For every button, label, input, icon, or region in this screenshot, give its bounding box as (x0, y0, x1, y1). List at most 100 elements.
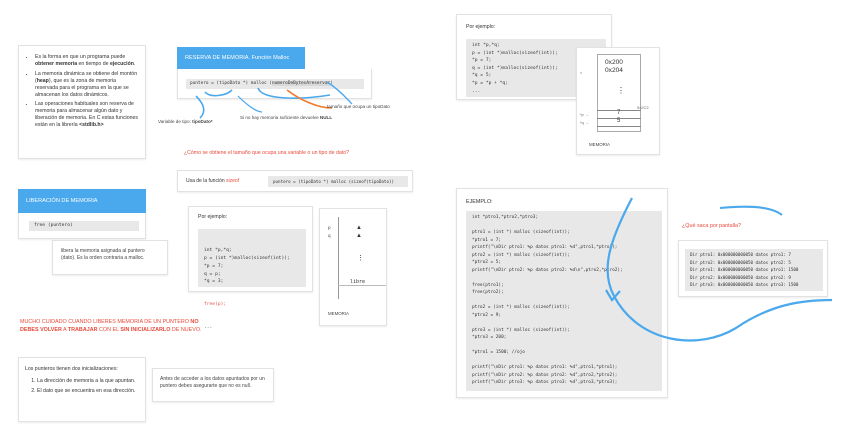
output-line: Dir ptro1: 0x000000000050 datos ptro1: 1… (690, 267, 799, 273)
code-line: p = (int *)malloc(sizeof(int)); (204, 256, 290, 262)
liberacion-note: libera la memoria asignada al puntero (d… (61, 248, 145, 261)
ejemplo3-card: EJEMPLO: int *ptro1,*ptro2,*ptro3; ptro1… (456, 188, 668, 398)
intro-bullet: Es la forma en que un programa puede obt… (35, 54, 139, 68)
ejemplo1-code: int *p,*q;p = (int *)malloc(sizeof(int))… (198, 229, 306, 330)
code-line: printf("\nDir ptro2: %p datos ptro2: %d"… (472, 372, 618, 378)
mem2-left-marks: × (580, 70, 583, 75)
code-line (472, 274, 656, 282)
inicializaciones-card: Los punteros tienen dos inicializaciones… (18, 357, 146, 422)
label-variable-tipo: Variable de tipo: tipoDato* (158, 119, 258, 125)
intro-bullet-text: <stdlib.h> (79, 122, 104, 128)
sizeof-use-text: Usa de la función (186, 178, 227, 184)
intro-bullet-text: La memoria dinámica se obtiene del montó… (35, 70, 138, 84)
sizeof-question: ¿Cómo se obtiene el tamaño que ocupa una… (184, 150, 404, 157)
liberacion-title: LIBERACIÓN DE MEMORIA (26, 198, 98, 204)
inicializaciones-title: Los punteros tienen dos inicializaciones… (25, 366, 118, 372)
pantalla-output: Dir ptro1: 0x000000000050 datos ptro1: 7… (685, 249, 823, 291)
warning-part-e: CON EL (97, 327, 121, 333)
output-line: Dir ptro3: 0x000000000050 datos ptro3: 1… (690, 282, 799, 288)
code-line: *ptro3 = 200; (472, 335, 507, 340)
mem2-addr1: 0x200 (605, 59, 623, 66)
acceso-text: Antes de acceder a los datos apuntados p… (160, 376, 265, 389)
mem1-divider (338, 285, 386, 286)
intro-bullet-text: obtener memoria (35, 61, 78, 67)
code-line: *p = 7; (472, 58, 492, 64)
liberacion-code: free (puntero) (29, 221, 139, 231)
code-line: *ptro1 = 7; (472, 237, 502, 243)
code-line (472, 342, 656, 350)
code-line: *ptro2 = 9; (472, 312, 502, 318)
mem2-addr2: 0x204 (605, 67, 623, 74)
label-null: Si no hay memoria suficiente devuelve NU… (240, 115, 380, 121)
warning-part-b: NO DEBES VOLVER (20, 319, 199, 333)
label-type-bold: tipoDato* (192, 119, 213, 124)
reserva-code-part-a: puntero = (tipoDato *) malloc ( (190, 81, 272, 86)
intro-bullet-text: Las operaciones habituales son reserva d… (35, 101, 138, 128)
mem2-box (597, 54, 641, 132)
code-line: printf("\nDir ptro1: %p datos ptro1: %d"… (472, 365, 618, 370)
code-line: ptro2 = (int *) malloc (sizeof(int)); (472, 305, 570, 310)
code-line: *q = 3; (204, 279, 224, 285)
intro-bullet: La memoria dinámica se obtiene del montó… (35, 71, 139, 99)
code-line: p = (int *)malloc(sizeof(int)); (472, 50, 558, 56)
mem2-dots: ⋮ (617, 86, 625, 95)
code-line: ptro2 = (int *) malloc (sizeof(int)); (472, 252, 570, 258)
inicializacion-item: La dirección de memoria a la que apuntan… (37, 378, 139, 385)
intro-bullet-list: Es la forma en que un programa puede obt… (25, 54, 139, 129)
code-line (472, 297, 656, 305)
label-tamano: tamaño que ocupa un tipoDato (327, 104, 447, 110)
code-line (472, 357, 656, 365)
intro-bullet-text: heap (36, 77, 49, 84)
inicializaciones-list: La dirección de memoria a la que apuntan… (25, 378, 139, 395)
mem2-caption: MEMORIA (589, 142, 610, 147)
liberacion-header: LIBERACIÓN DE MEMORIA (18, 189, 146, 213)
mem1-dots: ⋮ (357, 255, 364, 262)
code-line: free(ptro1); (472, 282, 504, 288)
reserva-title: RESERVA DE MEMORIA. Función Malloc (185, 55, 290, 61)
liberacion-note-card: libera la memoria asignada al puntero (d… (52, 240, 168, 275)
liberacion-card: free (puntero) (18, 213, 146, 239)
output-line: Dir ptro2: 0x000000000050 datos ptro2: 5 (690, 259, 791, 265)
ejemplo1-dots: ... (204, 325, 213, 331)
code-line: *q = 5; (472, 73, 492, 79)
warning-part-d: TRABAJAR (67, 327, 98, 333)
mem2-cell-divider-2 (597, 118, 641, 119)
mem1-libre: libre (350, 279, 366, 285)
code-line: ptro1 = (int *) malloc (sizeof(int)); (472, 230, 570, 235)
reserva-code-part-c: ) (330, 81, 333, 86)
mem1-triangle-2-icon: ▲ (356, 233, 362, 239)
code-line: printf("\nDir ptro2: %p datos ptro2: %d\… (472, 267, 623, 273)
mem2-cell-divider-1 (597, 110, 641, 111)
output-line: Dir ptro2: 0x000000000050 datos ptro2: 9 (690, 274, 791, 280)
sizeof-code: puntero = (tipoDato *) malloc (sizeof(ti… (268, 176, 408, 187)
code-line: q = p; (204, 271, 221, 277)
ejemplo1-title: Por ejemplo: (198, 214, 228, 220)
pantalla-question: ¿Qué saca por pantalla? (682, 223, 742, 229)
sizeof-card: Usa de la función sizeof puntero = (tipo… (177, 170, 413, 192)
sizeof-keyword: sizeof (226, 178, 240, 184)
mem1-label-q: q (328, 233, 331, 238)
inicializacion-item: El dato que se encuentra en esa direcció… (37, 388, 139, 395)
mem2-cell-divider-3 (597, 126, 641, 127)
label-null-text: Si no hay memoria suficiente devuelve (240, 115, 320, 120)
code-line: *ptro1 = 1500; //ojo (472, 350, 525, 355)
code-line (472, 319, 656, 327)
code-line (472, 222, 656, 230)
intro-bullet-text: . (133, 61, 136, 67)
intro-bullet: Las operaciones habituales son reserva d… (35, 101, 139, 129)
ejemplo3-code: int *ptro1,*ptro2,*ptro3; ptro1 = (int *… (466, 211, 662, 391)
ejemplo3-title: EJEMPLO: (466, 199, 493, 205)
ejemplo1-code-lines: int *p,*q;p = (int *)malloc(sizeof(int))… (204, 247, 300, 286)
reserva-code-part-b: numeroDeBytesAreservar (271, 81, 331, 86)
label-size-text: tamaño que ocupa un tipoDato (327, 104, 390, 109)
reserva-code: puntero = (tipoDato *) malloc (numeroDeB… (186, 79, 364, 89)
mem1-caption: MEMORIA (328, 311, 349, 316)
intro-card: Es la forma en que un programa puede obt… (18, 45, 146, 159)
code-line: printf("\nDir ptro3: %p datos ptro3: %d"… (472, 380, 618, 385)
label-type-text: Variable de tipo: (158, 119, 193, 124)
mem2-val2: 5 (617, 118, 621, 124)
mem1-box (338, 217, 386, 299)
pantalla-card: Dir ptro1: 0x000000000050 datos ptro1: 7… (678, 240, 828, 297)
output-line: Dir ptro1: 0x000000000050 datos ptro1: 7 (690, 252, 791, 257)
warning-part-c: A (61, 327, 68, 333)
